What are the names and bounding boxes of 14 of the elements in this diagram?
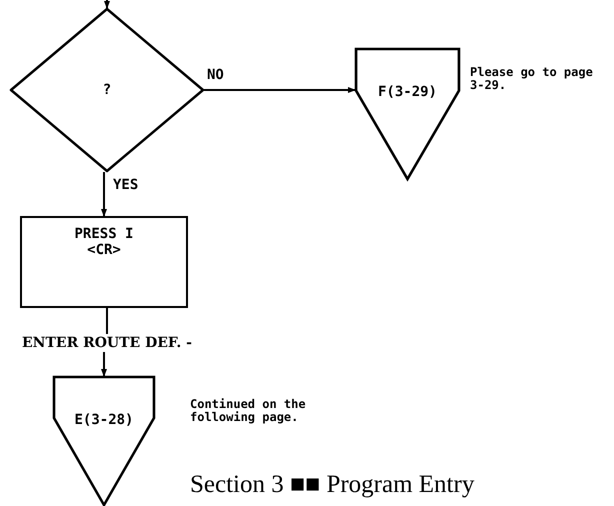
section-header: Section 3 ■■ Program Entry [190,470,474,500]
node-label: E(3-28) [74,412,134,428]
arrow [104,0,110,9]
note-text: Continued on the following page. [190,398,307,424]
arrow [101,172,107,217]
step-text: ENTER ROUTE DEF. - [22,334,192,352]
node-label: ? [102,82,112,98]
edge-label: NO [206,68,225,82]
arrow [101,352,107,377]
node-label: F(3-29) [378,84,437,100]
node-label: PRESS I <CR> [73,226,134,258]
note-text: Please go to page 3-29. [470,66,594,92]
edge-label: YES [112,178,140,192]
arrow [204,87,356,93]
